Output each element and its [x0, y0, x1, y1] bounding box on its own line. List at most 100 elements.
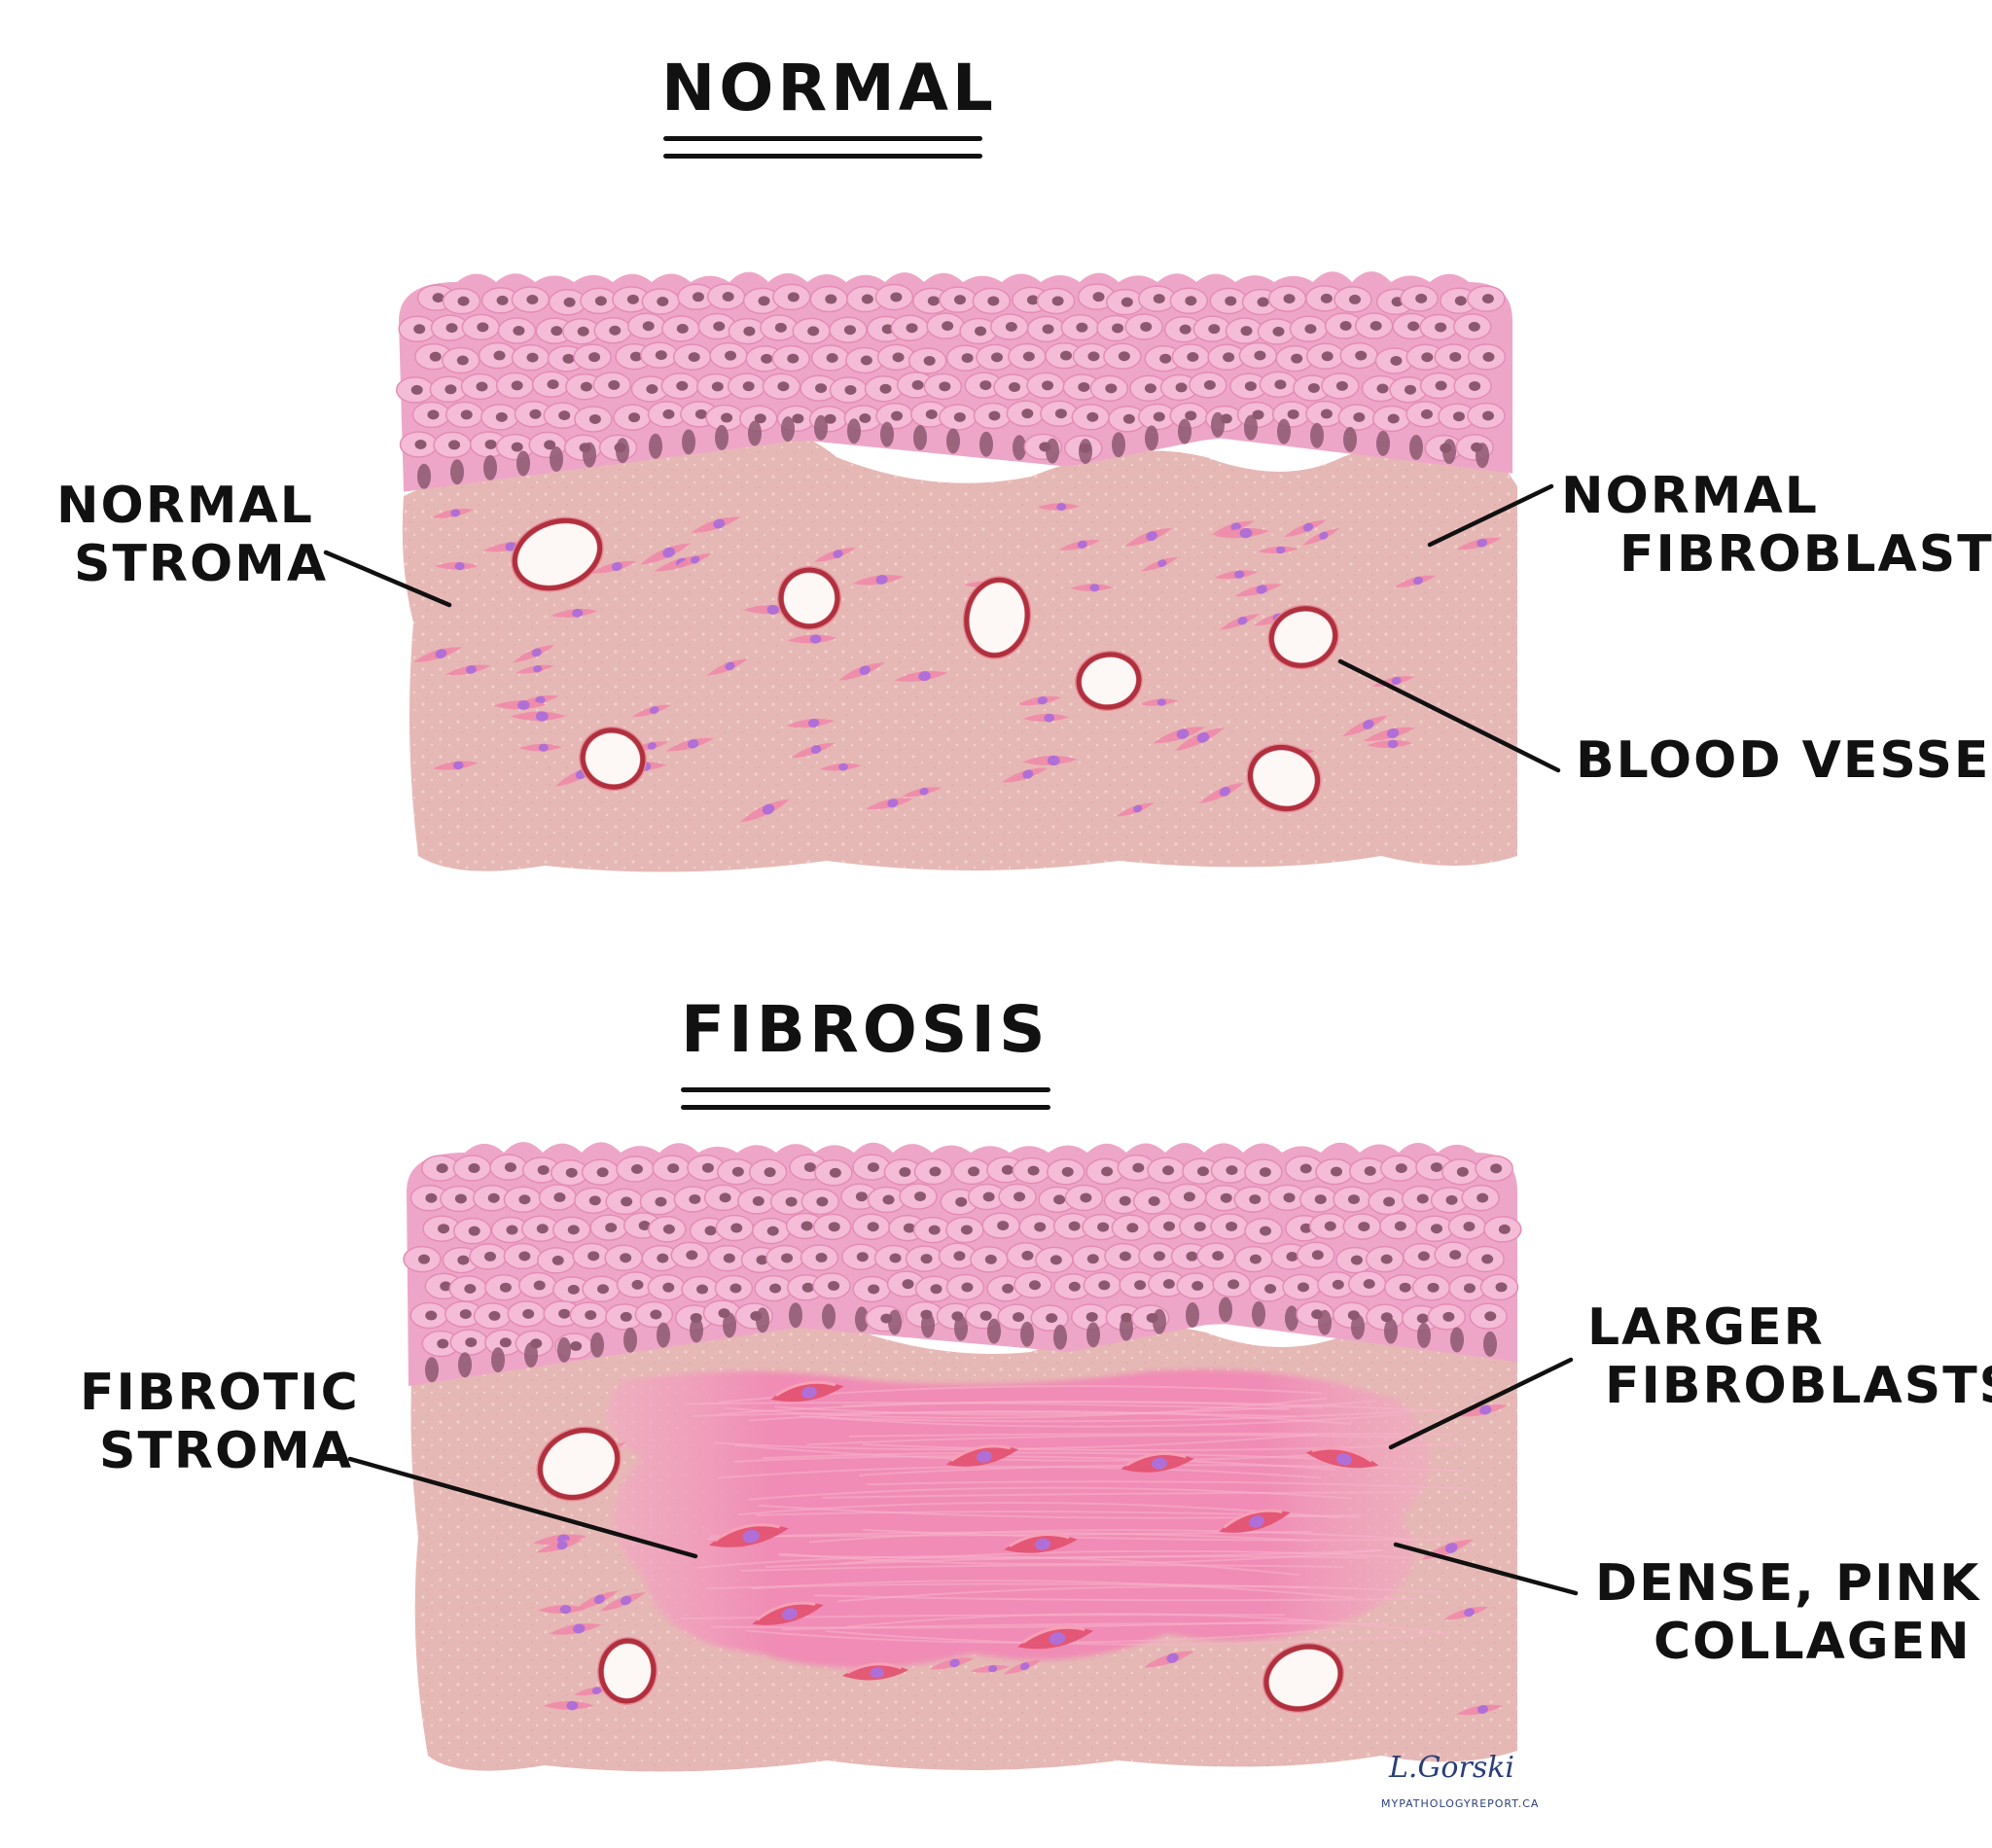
cell-nucleus — [968, 1166, 980, 1177]
cell-nucleus — [704, 1226, 717, 1236]
cell-nucleus — [1320, 409, 1333, 419]
cell-nucleus — [889, 1253, 902, 1263]
cell-nucleus — [427, 409, 440, 420]
cell-nucleus — [414, 439, 427, 449]
fibroblast — [435, 562, 480, 571]
leader-dense-collagen — [1393, 1542, 1579, 1596]
basal-nucleus — [921, 1312, 935, 1338]
fibroblast — [866, 798, 913, 809]
cell-nucleus — [929, 1166, 942, 1177]
cell-nucleus — [761, 353, 773, 364]
cell-nucleus — [1132, 1162, 1145, 1173]
fibroblast — [894, 670, 948, 682]
label-normal-fibroblasts-line1: NORMAL — [1561, 467, 1819, 525]
cell-nucleus — [436, 1163, 448, 1174]
fibroblast — [431, 508, 474, 518]
cell-nucleus — [1468, 321, 1480, 332]
cell-nucleus — [754, 413, 766, 424]
basal-nucleus — [491, 1347, 505, 1373]
cell-nucleus — [1376, 383, 1389, 394]
cell-nucleus — [1427, 1282, 1440, 1293]
cell-nucleus — [881, 324, 894, 335]
basal-nucleus — [616, 438, 629, 464]
cell-nucleus — [792, 413, 804, 424]
fibroblast — [902, 787, 942, 798]
cell-nucleus — [456, 355, 469, 366]
cell-nucleus — [1349, 294, 1362, 304]
cell-nucleus — [902, 1279, 914, 1290]
basal-nucleus — [690, 1317, 703, 1343]
cell-nucleus — [1435, 380, 1447, 391]
cell-nucleus — [588, 413, 601, 424]
cell-nucleus — [1324, 1221, 1336, 1231]
cell-nucleus — [588, 352, 601, 363]
fibrosis-title-underline-2 — [681, 1105, 1050, 1110]
cell-nucleus — [1283, 294, 1296, 304]
cell-nucleus — [562, 353, 575, 364]
fibroblast — [412, 647, 463, 662]
label-normal-stroma-line2: STROMA — [74, 535, 329, 593]
fibroblast — [1070, 584, 1114, 592]
cell-nucleus — [928, 1225, 941, 1235]
cell-nucleus — [713, 321, 726, 332]
fibroblast — [1234, 584, 1283, 597]
cell-nucleus — [1416, 1313, 1429, 1324]
cell-nucleus — [1332, 1279, 1344, 1290]
larger-fibroblast — [709, 1523, 789, 1547]
cell-nucleus — [731, 1166, 744, 1177]
cell-nucleus — [1240, 326, 1253, 337]
basal-nucleus — [1343, 426, 1357, 452]
cell-nucleus — [487, 1192, 500, 1203]
cell-nucleus — [787, 353, 800, 364]
basal-nucleus — [1086, 1322, 1100, 1348]
cell-nucleus — [536, 1224, 549, 1234]
basal-nucleus — [1277, 418, 1291, 444]
cell-nucleus — [828, 1222, 840, 1232]
cell-nucleus — [496, 295, 509, 305]
cell-nucleus — [914, 1191, 927, 1202]
cell-nucleus — [1416, 1193, 1429, 1204]
cell-nucleus — [1187, 352, 1199, 363]
cell-nucleus — [1087, 351, 1100, 362]
collagen-fiber — [862, 1442, 1466, 1452]
basal-nucleus — [1145, 425, 1158, 451]
cell-nucleus — [609, 325, 622, 336]
cell-nucleus — [529, 409, 542, 419]
blood-vessel — [962, 576, 1032, 659]
cell-nucleus — [828, 1281, 840, 1292]
cell-nucleus — [1249, 1254, 1262, 1264]
cell-nucleus — [843, 325, 856, 336]
basal-nucleus — [1153, 1308, 1166, 1334]
cell-nucleus — [1185, 410, 1197, 421]
cell-nucleus — [1430, 1224, 1442, 1234]
cell-nucleus — [1049, 1255, 1062, 1265]
cell-nucleus — [1320, 293, 1333, 303]
cell-nucleus — [585, 1310, 597, 1321]
cell-nucleus — [1068, 1221, 1081, 1231]
cell-nucleus — [911, 379, 924, 390]
basal-nucleus — [583, 442, 596, 468]
label-fibrotic-stroma-line2: STROMA — [99, 1422, 354, 1480]
cell-nucleus — [1347, 1194, 1360, 1205]
cell-nucleus — [930, 1284, 943, 1295]
cell-nucleus — [1495, 1282, 1508, 1293]
cell-nucleus — [1005, 321, 1017, 332]
cell-nucleus — [655, 1196, 667, 1207]
cell-nucleus — [1395, 1163, 1407, 1174]
blood-vessel — [596, 1637, 658, 1705]
cell-nucleus — [742, 381, 755, 392]
basal-nucleus — [1178, 418, 1192, 444]
basal-nucleus — [1112, 432, 1125, 458]
cell-nucleus — [891, 410, 904, 421]
collagen-fiber — [734, 1443, 1338, 1462]
cell-nucleus — [825, 294, 837, 304]
cell-nucleus — [774, 322, 787, 333]
basal-nucleus — [483, 454, 497, 480]
cell-nucleus — [1380, 1254, 1393, 1264]
cell-nucleus — [1335, 380, 1348, 391]
cell-nucleus — [1034, 1222, 1047, 1232]
cell-nucleus — [1227, 1279, 1240, 1290]
cell-nucleus — [1122, 413, 1135, 424]
basal-nucleus — [1409, 435, 1423, 460]
cell-nucleus — [801, 1282, 814, 1293]
